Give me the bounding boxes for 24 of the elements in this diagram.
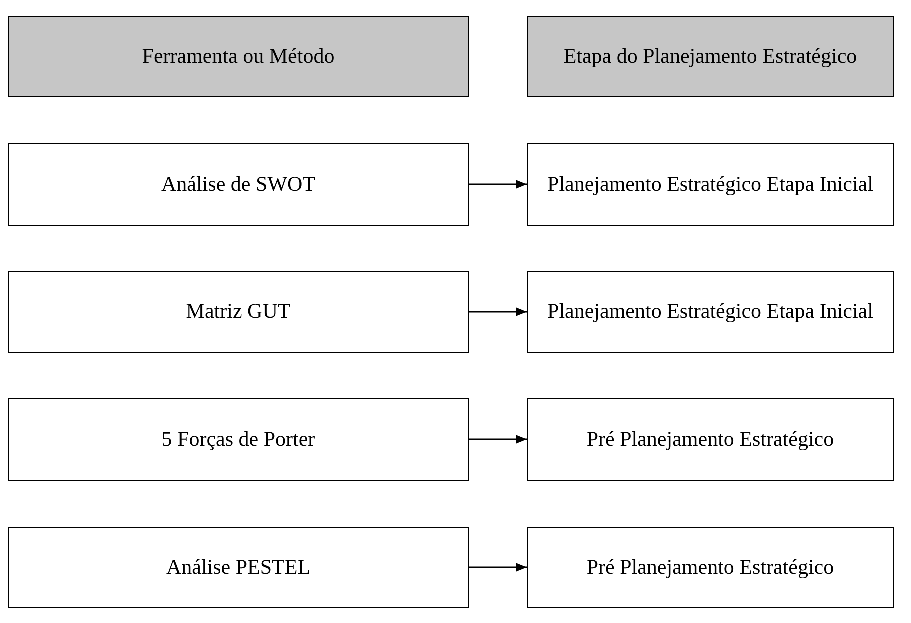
arrow [469, 435, 527, 444]
box-label: Análise de SWOT [162, 170, 316, 198]
arrow [469, 563, 527, 572]
header-box [527, 16, 894, 97]
box-label: Pré Planejamento Estratégico [586, 426, 834, 453]
box-label: Análise PESTEL [166, 554, 311, 581]
box-label: 5 Forças de Porter [162, 426, 316, 453]
arrow [469, 180, 527, 189]
process-box [527, 143, 894, 226]
box-label: Matriz GUT [186, 298, 291, 326]
arrow [469, 308, 527, 316]
box-label: Pré Planejamento Estratégico [586, 554, 834, 581]
process-box [8, 527, 469, 608]
box-label: Planejamento Estratégico Etapa Inicial [548, 170, 874, 198]
process-box [527, 527, 894, 608]
box-label: Ferramenta ou Método [142, 42, 335, 70]
process-box [527, 398, 894, 481]
box-label: Planejamento Estratégico Etapa Inicial [548, 298, 874, 326]
box-label: Etapa do Planejamento Estratégico [564, 42, 858, 70]
process-box [8, 398, 469, 481]
header-box [8, 16, 469, 97]
process-box [8, 143, 469, 226]
process-box [8, 271, 469, 353]
process-box [527, 271, 894, 353]
